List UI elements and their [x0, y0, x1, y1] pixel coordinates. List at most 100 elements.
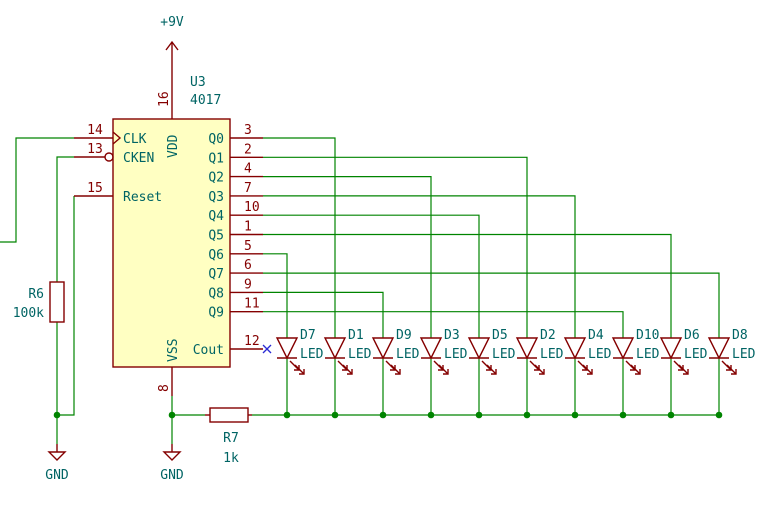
led-value: LED [396, 347, 420, 362]
pin-num-q4: 10 [244, 200, 260, 215]
inverter-bubble [104, 152, 114, 162]
pin-name-q9: Q9 [208, 306, 224, 321]
led-value: LED [492, 347, 516, 362]
pin-num-q5: 1 [244, 220, 252, 235]
vcc-symbol: +9V [160, 15, 184, 70]
gnd-symbol-left: GND [45, 444, 69, 483]
pin-num-q2: 4 [244, 162, 252, 177]
wire-q1 [263, 156, 528, 338]
led-value: LED [636, 347, 660, 362]
resistor-r7: R7 1k [205, 407, 252, 466]
junction-dot [523, 411, 531, 419]
r7-value: 1k [223, 451, 239, 466]
junction-dot [475, 411, 483, 419]
led-value: LED [444, 347, 468, 362]
pin-num-q3: 7 [244, 181, 252, 196]
gnd-label-left: GND [45, 468, 69, 483]
led-value: LED [588, 347, 612, 362]
led-ref: D5 [492, 328, 508, 343]
resistor-r6: R6 100k [13, 281, 65, 323]
wire-q0 [263, 137, 336, 338]
led-triangle [659, 337, 683, 360]
wire-reset [57, 196, 75, 416]
pin-name-q0: Q0 [208, 132, 224, 147]
junction-dot [379, 411, 387, 419]
junction-dot [168, 411, 176, 419]
wire-q8 [263, 291, 384, 338]
led-triangle [563, 337, 587, 360]
led-value: LED [732, 347, 756, 362]
pin-name-q7: Q7 [208, 267, 224, 282]
led-triangle [419, 337, 443, 360]
pin-name-q8: Q8 [208, 286, 224, 301]
led-value: LED [684, 347, 708, 362]
pin-name-q3: Q3 [208, 190, 224, 205]
led-ref: D2 [540, 328, 556, 343]
pin-name-q4: Q4 [208, 209, 224, 224]
ic-u3: U3 4017 16 VDD 8 VSS 14 CLK 13 CKEN 15 R… [74, 70, 272, 396]
gnd-label-mid: GND [160, 468, 184, 483]
led-triangle [707, 337, 731, 360]
wires [0, 137, 717, 444]
junction-dot [571, 411, 579, 419]
led-triangle [275, 337, 299, 360]
led-ref: D7 [300, 328, 316, 343]
pin-name-cken: CKEN [123, 151, 154, 166]
led-ref: D6 [684, 328, 700, 343]
junction-dot [283, 411, 291, 419]
wire-q5 [263, 233, 672, 338]
led-triangle [371, 337, 395, 360]
led-ref: D3 [444, 328, 460, 343]
pin-num-vss: 8 [157, 384, 172, 392]
ic-value: 4017 [190, 93, 221, 108]
r6-body [49, 281, 65, 323]
r6-value: 100k [13, 306, 44, 321]
junction-dot [331, 411, 339, 419]
ic-ref: U3 [190, 75, 206, 90]
led-ref: D10 [636, 328, 659, 343]
pin-name-q5: Q5 [208, 229, 224, 244]
junction-dot [427, 411, 435, 419]
pin-num-q1: 2 [244, 142, 252, 157]
wire-q3 [263, 195, 576, 338]
wire-q6 [263, 253, 288, 338]
pin-num-q6: 5 [244, 239, 252, 254]
pin-num-q8: 9 [244, 277, 252, 292]
pin-name-vdd: VDD [166, 134, 181, 158]
led-ref: D4 [588, 328, 604, 343]
led-triangle [515, 337, 539, 360]
led-ref: D9 [396, 328, 412, 343]
junctions [53, 411, 723, 419]
pin-num-vdd: 16 [157, 91, 172, 107]
pin-name-q2: Q2 [208, 171, 224, 186]
junction-dot [53, 411, 61, 419]
led-value: LED [300, 347, 324, 362]
wire-q9 [263, 311, 624, 338]
pin-num-q7: 6 [244, 258, 252, 273]
led-value: LED [540, 347, 564, 362]
clock-input-marker [112, 131, 122, 145]
led-array: D7LEDD1LEDD9LEDD3LEDD5LEDD2LEDD4LEDD10LE… [275, 328, 756, 375]
r6-ref: R6 [28, 287, 44, 302]
pin-name-reset: Reset [123, 190, 162, 205]
led-ref: D8 [732, 328, 748, 343]
r7-ref: R7 [223, 431, 239, 446]
pin-name-vss: VSS [166, 339, 181, 362]
pin-num-q9: 11 [244, 297, 260, 312]
led-value: LED [348, 347, 372, 362]
pin-num-cout: 12 [244, 334, 260, 349]
led-triangle [467, 337, 491, 360]
junction-dot [619, 411, 627, 419]
wire-q4 [263, 214, 480, 338]
wire-clk [0, 137, 74, 243]
pin-num-q0: 3 [244, 123, 252, 138]
